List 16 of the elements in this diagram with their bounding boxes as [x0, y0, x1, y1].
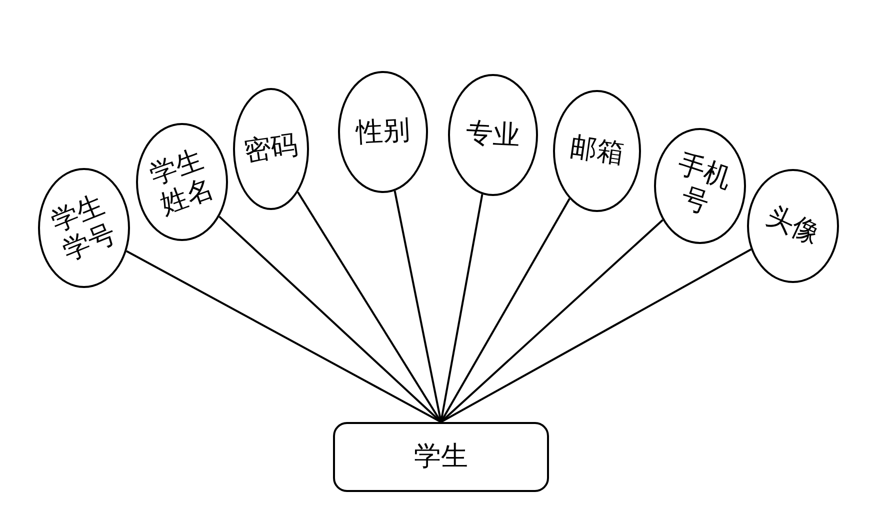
attribute-label: 手机号 — [673, 148, 736, 222]
attribute-label: 密码 — [242, 130, 300, 168]
connector-line — [440, 194, 484, 422]
connector-line — [440, 219, 664, 423]
connector-line — [440, 248, 752, 423]
attribute-label: 学生学号 — [46, 188, 122, 268]
connector-line — [126, 250, 442, 423]
connector-line — [440, 198, 570, 422]
entity-box — [333, 422, 549, 492]
attribute-label: 专业 — [465, 118, 521, 152]
attribute-label: 性别 — [355, 115, 411, 149]
attribute-label: 头像 — [762, 200, 824, 252]
attribute-label: 学生姓名 — [145, 143, 219, 221]
connector-line — [394, 190, 442, 422]
entity-label: 学生 — [414, 441, 468, 473]
attribute-label: 邮箱 — [568, 132, 626, 170]
